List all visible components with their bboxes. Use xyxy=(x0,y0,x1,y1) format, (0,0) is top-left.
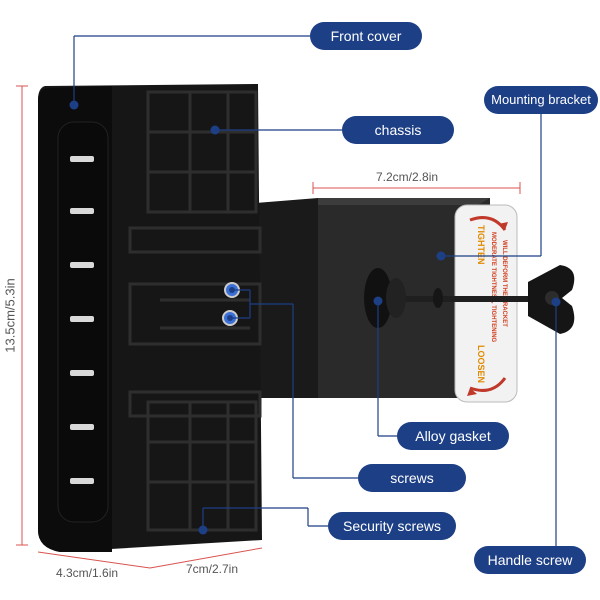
alloy-gasket-label: Alloy gasket xyxy=(397,422,509,450)
leader-lines xyxy=(73,35,557,546)
sticker-tighten: TIGHTEN xyxy=(476,225,486,265)
width-dimension: 7cm/2.7in xyxy=(186,562,239,576)
sticker-loosen: LOOSEN xyxy=(476,345,486,383)
front-cover-label: Front cover xyxy=(310,22,422,50)
sticker-warning-1: MODERATE TIGHTNESS, TIGHTENING xyxy=(490,232,496,343)
sticker-warning-2: WILL DEFORM THE BRACKET xyxy=(501,240,507,327)
screws-label: screws xyxy=(358,464,466,492)
housing-body xyxy=(38,84,262,552)
mounting-bracket-label: Mounting bracket xyxy=(484,86,598,114)
security-screws-label: Security screws xyxy=(328,512,456,540)
callout-dots xyxy=(69,100,561,535)
bracket-width-dimension: 7.2cm/2.8in xyxy=(376,170,439,184)
chassis-label: chassis xyxy=(342,116,454,144)
handle-screw-label: Handle screw xyxy=(474,546,586,574)
port-slots xyxy=(70,156,94,484)
bracket-sticker: TIGHTEN LOOSEN MODERATE TIGHTNESS, TIGHT… xyxy=(454,204,518,403)
height-dimension: 13.5cm/5.3in xyxy=(2,278,18,353)
chassis-grid xyxy=(128,90,262,532)
dimension-lines xyxy=(16,85,521,569)
depth-dimension: 4.3cm/1.6in xyxy=(56,566,119,580)
